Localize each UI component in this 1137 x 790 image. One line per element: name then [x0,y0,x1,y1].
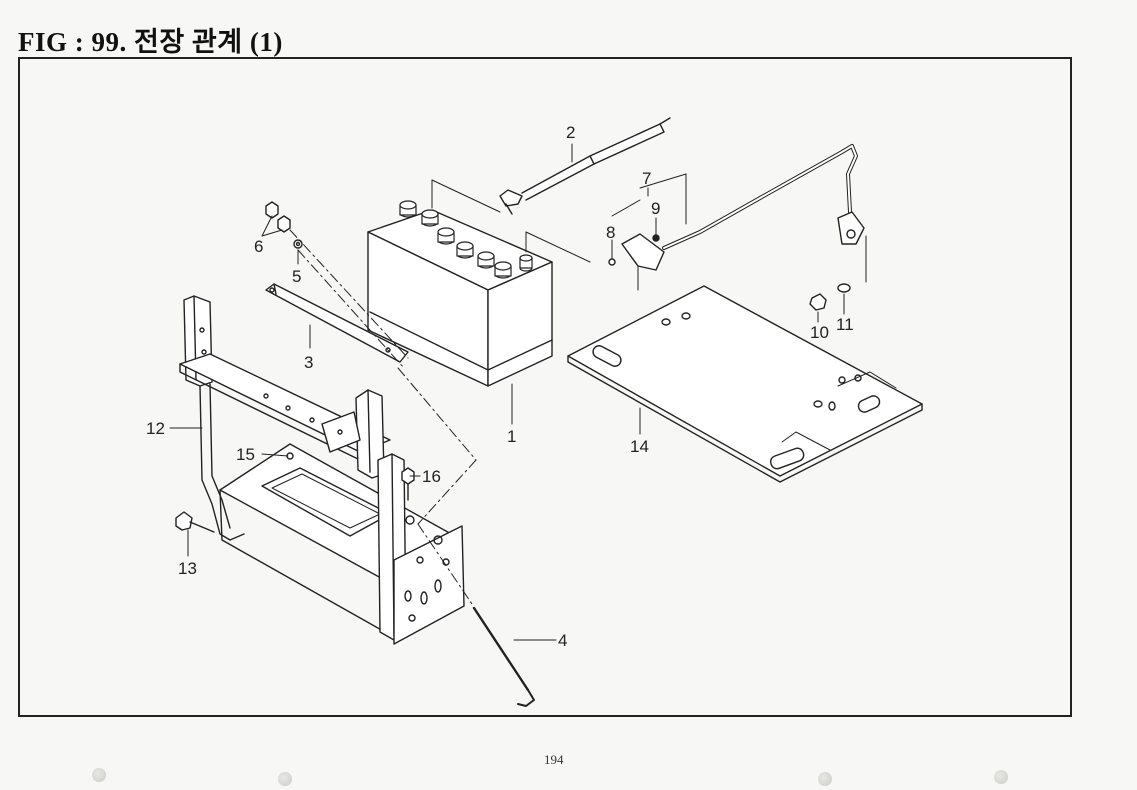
frame-bolt-16 [401,467,415,501]
terminal-bolts [608,234,851,311]
frame-bolt-13 [175,511,215,533]
callout-9: 9 [651,199,660,218]
hold-down-rod [397,367,535,707]
callout-16: 16 [422,467,441,486]
battery-tray-plate [567,285,923,483]
leader-lines [169,143,845,641]
callout-7: 7 [642,169,651,188]
callout-15: 15 [236,445,255,464]
battery-hold-bar [265,283,409,363]
punch-hole-mark [818,772,832,786]
callout-10: 10 [810,323,829,342]
callout-12: 12 [146,419,165,438]
callout-2: 2 [566,123,575,142]
callout-6: 6 [254,237,263,256]
page-number: 194 [544,752,564,767]
battery-bracket-frame [179,295,465,645]
callout-11: 11 [836,315,854,334]
punch-hole-mark [92,768,106,782]
battery-cable-negative [611,144,867,291]
callout-4: 4 [558,631,567,650]
callout-13: 13 [178,559,197,578]
callout-3: 3 [304,353,313,372]
callout-5: 5 [292,267,301,286]
punch-hole-mark [278,772,292,786]
callout-1: 1 [507,427,516,446]
callout-8: 8 [606,223,615,242]
figure-title: FIG : 99. 전장 관계 (1) [18,27,283,57]
battery [367,200,553,387]
battery-cable-positive [431,117,671,263]
callout-14: 14 [630,437,649,456]
nut-washer-set [265,201,409,369]
diagram-frame [18,57,1072,717]
battery-caps [399,200,533,279]
callout-labels: 1 2 3 4 5 6 7 8 9 10 11 12 13 14 15 16 [146,123,854,650]
punch-hole-mark [994,770,1008,784]
